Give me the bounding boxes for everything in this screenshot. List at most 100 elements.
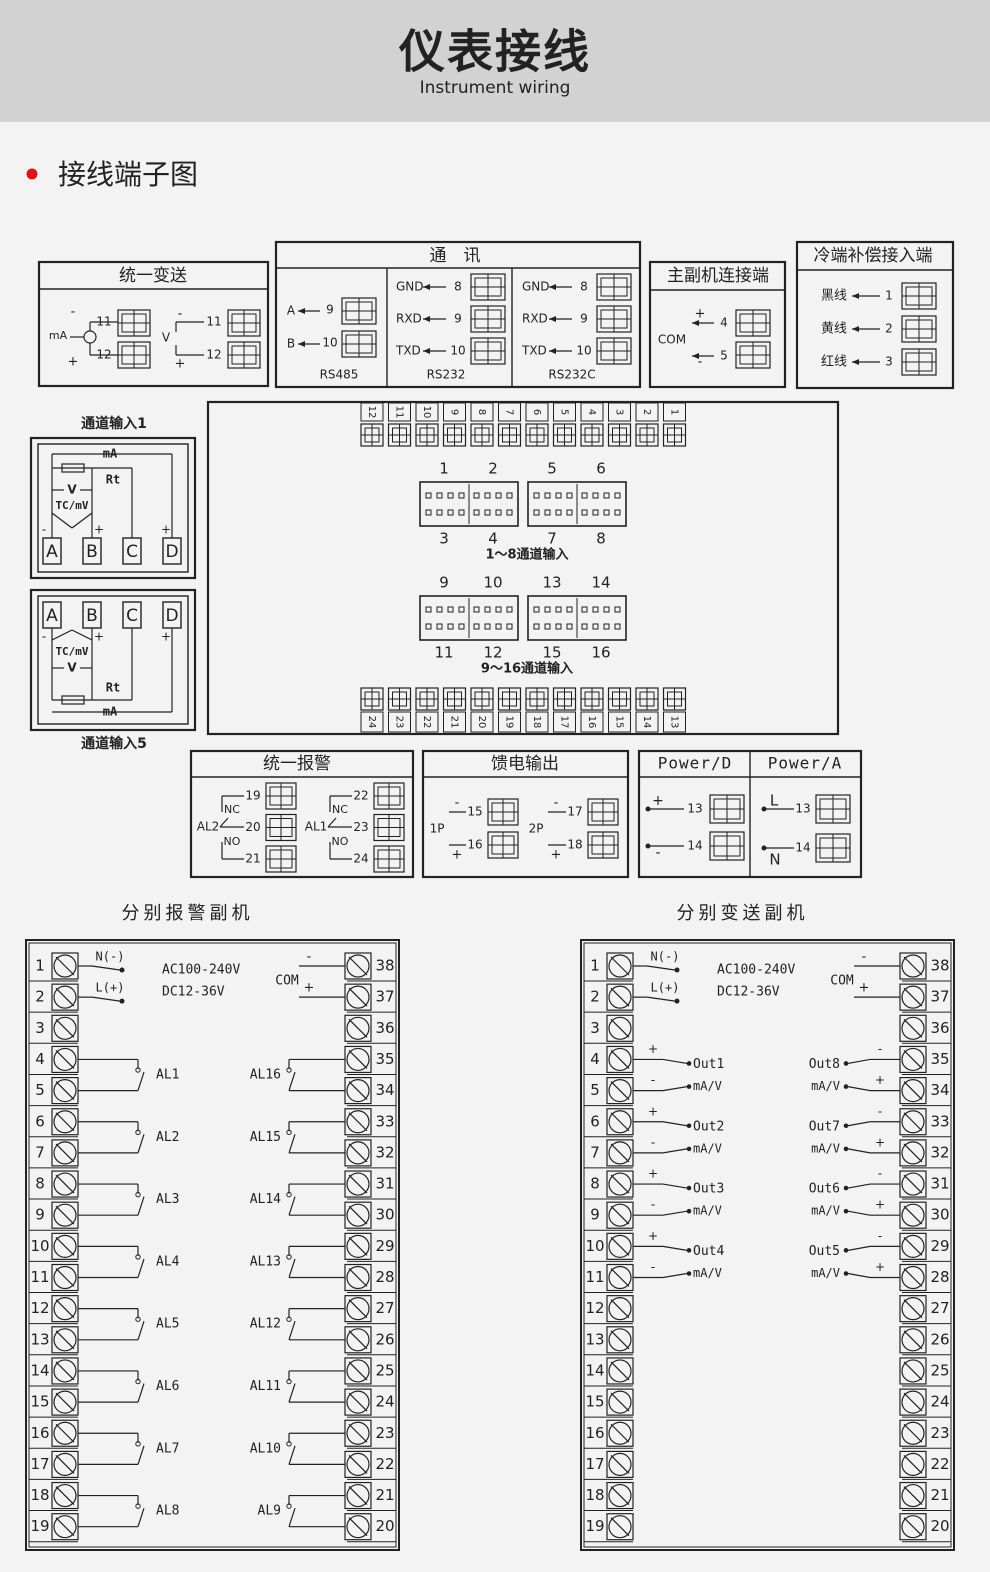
arrow-head — [298, 308, 305, 314]
label: + — [161, 630, 171, 644]
label: 14 — [795, 841, 810, 855]
screw-slot — [610, 1361, 630, 1381]
screw-head — [901, 1297, 925, 1321]
label: GND — [396, 280, 424, 294]
arrow-left-icon — [549, 284, 572, 290]
screw-head — [346, 1421, 370, 1445]
terminal-number: 20 — [476, 716, 487, 729]
switch-blade — [137, 1445, 145, 1465]
label: AL3 — [156, 1192, 179, 1207]
screw-terminal-icon — [709, 794, 745, 824]
screw-head — [901, 1421, 925, 1445]
terminal-cell — [51, 1232, 79, 1260]
terminal-number: 16 — [30, 1424, 49, 1442]
connector-pin — [603, 509, 610, 516]
contact — [286, 1503, 292, 1509]
arrow-head — [549, 348, 556, 354]
screw-slot-icon — [344, 1139, 372, 1167]
label: mA/V — [693, 1079, 722, 1093]
terminal-number: 10 — [421, 406, 432, 419]
contact — [286, 1129, 292, 1136]
terminal-inner — [600, 341, 628, 361]
arrow-head — [852, 326, 859, 332]
label: + — [68, 355, 79, 370]
screw-terminal-icon — [470, 273, 506, 301]
screw-head — [901, 1203, 925, 1227]
screw-terminal-icon — [497, 423, 522, 447]
screw-slot-icon — [344, 1170, 372, 1198]
screw-slot — [348, 1423, 368, 1443]
label: Rt — [106, 681, 120, 695]
wire — [847, 1245, 871, 1251]
terminal-number: 23 — [930, 1424, 949, 1442]
wire — [646, 996, 676, 1002]
connector-pin — [484, 492, 491, 499]
connector-pin — [603, 623, 610, 630]
contact — [286, 1378, 292, 1385]
terminal-cell — [899, 1014, 927, 1042]
label: - — [455, 796, 460, 811]
terminal-label-cell — [553, 402, 576, 422]
screw-head — [346, 1234, 370, 1258]
switch-blade — [288, 1134, 296, 1154]
screw-slot-icon — [51, 1263, 79, 1292]
terminal-number: 20 — [930, 1517, 949, 1535]
screw-head — [346, 1483, 370, 1508]
terminal-number: 17 — [585, 1455, 604, 1473]
terminal-letter: B — [86, 542, 98, 562]
wire — [71, 629, 93, 641]
terminal-cell — [899, 1139, 927, 1167]
screw-slot — [903, 1392, 923, 1412]
screw-slot-icon — [51, 1170, 79, 1198]
terminal-cell — [606, 1076, 634, 1105]
terminal-label-cell — [443, 402, 466, 422]
terminal-cell — [51, 1295, 79, 1323]
screw-slot — [610, 1081, 630, 1101]
label: 12 — [483, 644, 502, 662]
terminal-number: 5 — [559, 409, 570, 415]
screw-slot-icon — [51, 1450, 79, 1479]
panel-terminal: 5 — [553, 402, 576, 422]
connector-pin — [458, 492, 465, 499]
terminal-number: 33 — [375, 1112, 394, 1130]
label: 11 — [96, 315, 111, 329]
screw-slot-icon — [344, 1014, 372, 1042]
screw-head — [346, 1515, 370, 1539]
screw-terminal-icon — [341, 297, 377, 325]
terminal-inner — [392, 691, 407, 707]
connector-pin — [506, 606, 513, 613]
screw-terminal-icon — [265, 813, 297, 842]
wire — [51, 629, 73, 641]
terminal-number: 17 — [30, 1455, 49, 1473]
screw-terminal-icon — [117, 309, 151, 337]
switch-blade — [137, 1258, 145, 1278]
terminal-number: 13 — [585, 1330, 604, 1348]
header-band — [0, 0, 990, 122]
node-dot — [843, 1123, 849, 1129]
terminal-cell — [51, 1481, 79, 1510]
screw-slot-icon — [51, 1513, 79, 1541]
node-dot — [843, 1185, 849, 1191]
terminal-inner — [474, 341, 502, 361]
terminal-inner — [345, 334, 373, 354]
terminal-inner — [639, 691, 655, 707]
screw-slot — [903, 1486, 923, 1505]
screw-slot-icon — [606, 1419, 634, 1447]
node-dot — [686, 1123, 692, 1129]
label: + — [695, 307, 706, 322]
screw-head — [346, 1016, 370, 1040]
arrow-head — [852, 293, 859, 299]
switch-blade — [137, 1321, 145, 1340]
screw-terminal-icon — [596, 273, 632, 301]
terminal-cell — [899, 1076, 927, 1105]
screw-slot — [55, 1361, 75, 1381]
label: - — [71, 305, 76, 320]
connector-pin — [495, 492, 502, 499]
arrow-left-icon — [298, 341, 320, 347]
screw-head — [608, 1328, 632, 1352]
connector-pin — [555, 623, 562, 630]
terminal-inner — [474, 309, 502, 329]
connector-pin — [555, 509, 562, 516]
terminal-number: 10 — [30, 1237, 49, 1255]
